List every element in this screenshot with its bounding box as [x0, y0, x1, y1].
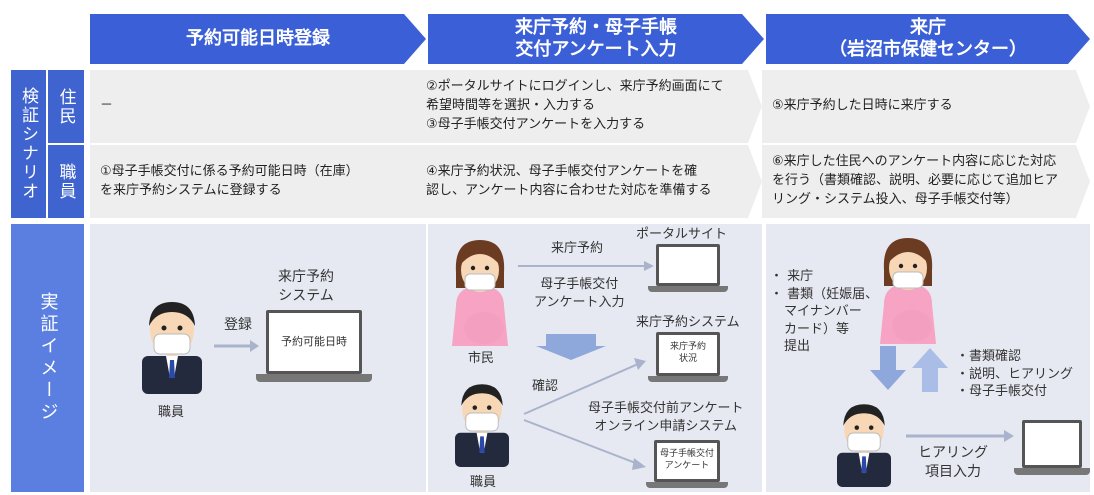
laptop-reserve-status-screen: 来庁予約状況	[656, 332, 720, 376]
laptop-reserve-status-base	[648, 376, 728, 382]
reserve-system-label: 来庁予約システム	[636, 315, 740, 330]
visit-exchange-arrows	[870, 346, 948, 392]
pregnant-woman-illustration	[452, 240, 508, 346]
staff-male-illustration	[142, 302, 202, 394]
laptop-survey-screen: 母子手帳交付アンケート	[654, 440, 720, 482]
staff-step1-text: ①母子手帳交付に係る予約可能日時（在庫） を来庁予約システムに登録する	[90, 145, 426, 218]
laptop-hearing-base	[1014, 468, 1090, 475]
laptop-survey-base	[646, 482, 728, 488]
laptop-portal-screen	[656, 244, 720, 286]
staff-male-illustration-3	[837, 404, 891, 487]
staff-male-illustration-2	[455, 384, 509, 467]
hearing-input-label: ヒアリング 項目入力	[918, 445, 988, 480]
label-resident: 住民	[48, 70, 84, 143]
reserve-label: 来庁予約	[551, 241, 604, 256]
header-step-reservation-line2: 交付アンケート入力	[515, 39, 677, 60]
header-step-visit: 来庁 （岩沼市保健センター）	[766, 14, 1090, 64]
header-step-reservation: 来庁予約・母子手帳 交付アンケート入力	[428, 14, 764, 64]
reservation-system-label: 来庁予約 システム	[278, 269, 334, 304]
staff-step3-text: ⑥来庁した住民へのアンケート内容に応じた対応 を行う（書類確認、説明、必要に応じ…	[762, 145, 1090, 218]
portal-site-label: ポータルサイト	[636, 227, 728, 242]
label-staff: 職員	[48, 145, 84, 218]
laptop-registration-base	[256, 374, 372, 382]
survey-input-label: 母子手帳交付 アンケート入力	[534, 277, 625, 310]
resident-step2-text: ②ポータルサイトにログインし、来庁予約画面にて 希望時間等を選択・入力する ③母…	[416, 70, 762, 143]
label-scenario: 検証シナリオ	[11, 70, 46, 218]
panel2-staff-label: 職員	[470, 475, 497, 490]
laptop-registration-screen: 予約可能日時	[266, 310, 362, 374]
staff-check-list: ・書類確認 ・説明、ヒアリング ・母子手帳交付	[956, 349, 1074, 400]
pregnant-woman-illustration-2	[880, 238, 936, 344]
header-step-registration-label: 予約可能日時登録	[186, 27, 330, 49]
header-step-visit-line1: 来庁	[910, 16, 946, 38]
laptop-portal-base	[648, 286, 728, 292]
header-step-registration: 予約可能日時登録	[90, 14, 426, 64]
header-step-reservation-line1: 来庁予約・母子手帳	[515, 16, 677, 38]
header-step-visit-line2: （岩沼市保健センター）	[829, 39, 1027, 60]
survey-system-label: 母子手帳交付前アンケート オンライン申請システム	[588, 401, 744, 434]
citizen-label: 市民	[468, 351, 495, 366]
panel1-staff-label: 職員	[158, 405, 185, 420]
label-image: 実証イメージ	[11, 224, 84, 492]
register-arrow	[214, 340, 259, 352]
panel2-connector-lines	[518, 261, 654, 470]
resident-step1-text: －	[90, 70, 426, 143]
confirm-label: 確認	[532, 379, 559, 394]
laptop-hearing-screen	[1022, 420, 1082, 468]
resident-step3-text: ⑤来庁予約した日時に来庁する	[762, 70, 1090, 143]
hearing-input-arrow	[906, 430, 1014, 442]
visit-bullet-list: ・ 来庁 ・ 書類（妊娠届、 マイナンバー カード）等 提出	[770, 269, 879, 355]
staff-step2-text: ④来庁予約状況、母子手帳交付アンケートを確 認し、アンケート内容に合わせた対応を…	[416, 145, 762, 218]
register-label: 登録	[224, 317, 252, 333]
